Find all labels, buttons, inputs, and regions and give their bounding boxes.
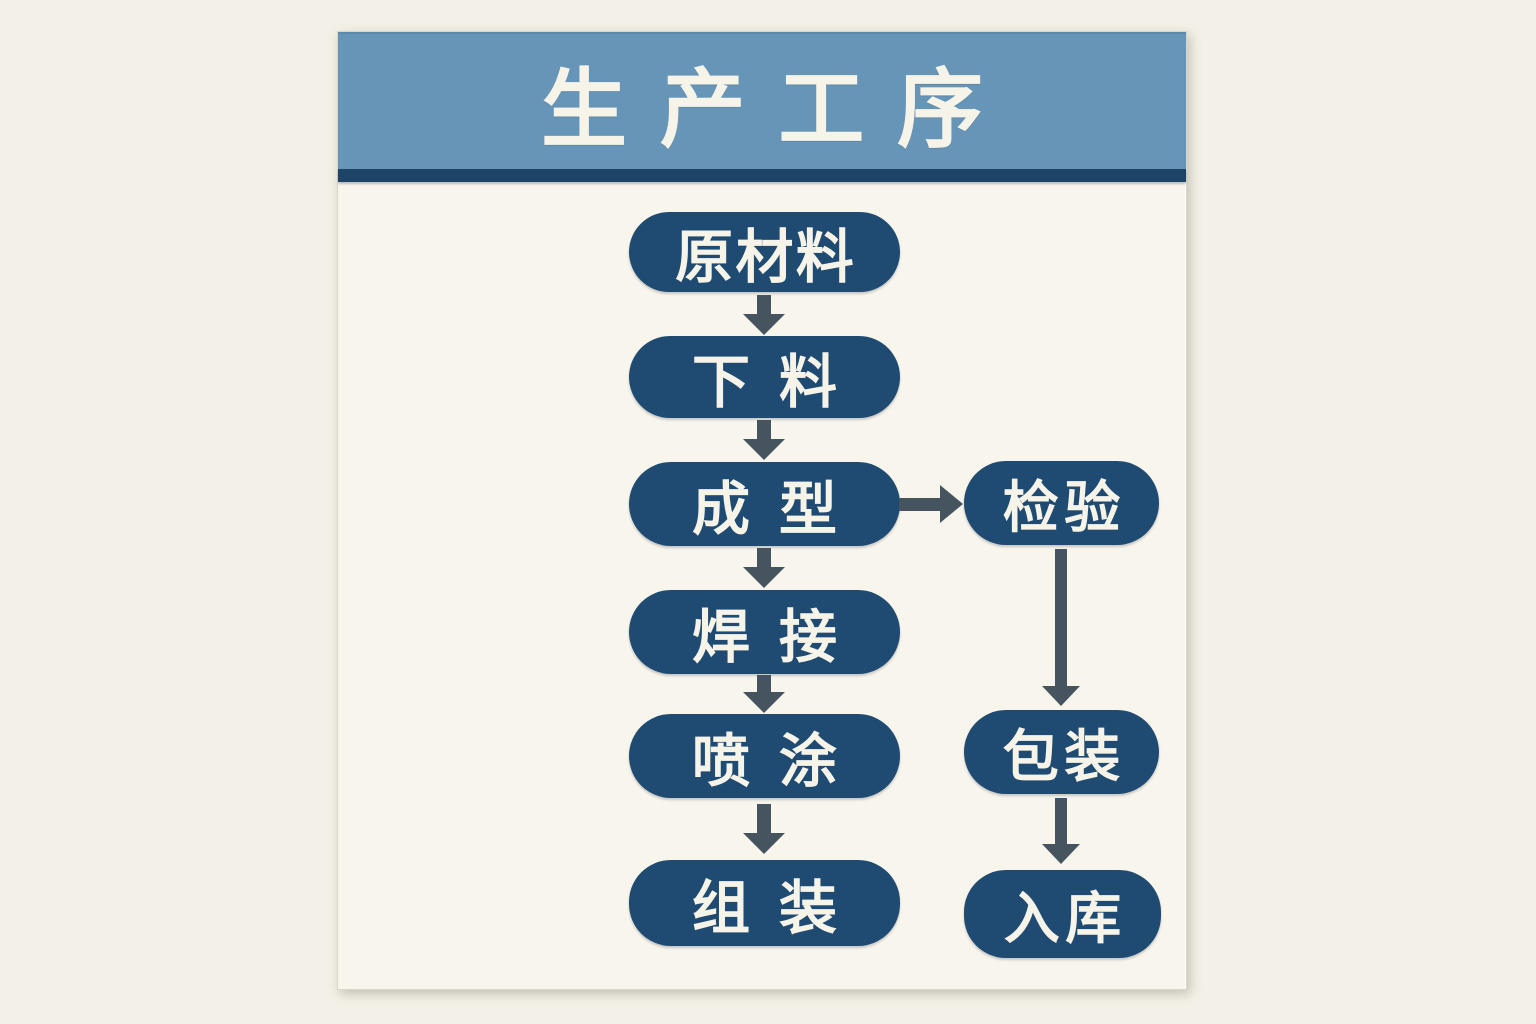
arrow-shaft xyxy=(757,675,771,692)
arrow-head xyxy=(743,692,785,713)
arrow-shaft xyxy=(757,548,771,567)
page-title: 生产工序 xyxy=(540,62,1016,158)
arrow-shaft xyxy=(1055,549,1067,686)
arrow-shaft xyxy=(1055,798,1067,844)
arrow-shaft xyxy=(757,295,771,314)
node-assembly: 组装 xyxy=(629,860,900,946)
arrow-down-icon-blanking-to-forming xyxy=(742,420,786,460)
node-blanking-label: 下料 xyxy=(691,350,866,415)
node-assembly-label: 组装 xyxy=(691,876,866,941)
node-welding: 焊接 xyxy=(629,590,900,674)
arrow-down-icon-spraying-to-assembly xyxy=(742,804,786,854)
node-packaging: 包装 xyxy=(964,710,1159,794)
arrow-head xyxy=(743,833,785,854)
arrow-shaft xyxy=(757,420,771,439)
node-welding-label: 焊接 xyxy=(691,605,866,670)
node-raw-material: 原材料 xyxy=(629,212,900,292)
arrow-down-icon-raw-to-blanking xyxy=(742,295,786,335)
arrow-down-icon-inspection-to-packaging xyxy=(1039,549,1083,706)
node-forming: 成型 xyxy=(629,462,900,546)
arrow-head xyxy=(743,439,785,460)
node-inspection: 检验 xyxy=(964,461,1159,545)
title-banner: 生产工序 xyxy=(338,32,1186,169)
arrow-down-icon-forming-to-welding xyxy=(742,548,786,588)
arrow-right-icon-forming-to-inspection xyxy=(899,485,963,523)
node-raw-material-label: 原材料 xyxy=(675,225,857,290)
arrow-down-icon-packaging-to-warehousing xyxy=(1039,798,1083,864)
arrow-down-icon-welding-to-spraying xyxy=(742,675,786,713)
arrow-head xyxy=(940,485,963,523)
arrow-head xyxy=(743,567,785,588)
arrow-head xyxy=(1042,686,1080,706)
node-packaging-label: 包装 xyxy=(1002,724,1126,788)
node-inspection-label: 检验 xyxy=(1002,475,1126,539)
arrow-shaft xyxy=(899,497,940,511)
node-spraying-label: 喷涂 xyxy=(691,729,866,794)
arrow-head xyxy=(1042,844,1080,864)
arrow-head xyxy=(743,314,785,335)
arrow-shaft xyxy=(757,804,771,833)
title-banner-underline xyxy=(338,169,1186,182)
flowchart-panel: 生产工序 原材料 下料 成型 焊接 喷涂 组装 检验 包装 入库 xyxy=(337,31,1187,990)
node-forming-label: 成型 xyxy=(691,477,866,542)
node-spraying: 喷涂 xyxy=(629,714,900,798)
node-blanking: 下料 xyxy=(629,336,900,418)
node-warehousing-label: 入库 xyxy=(1003,886,1127,950)
node-warehousing: 入库 xyxy=(964,870,1161,958)
